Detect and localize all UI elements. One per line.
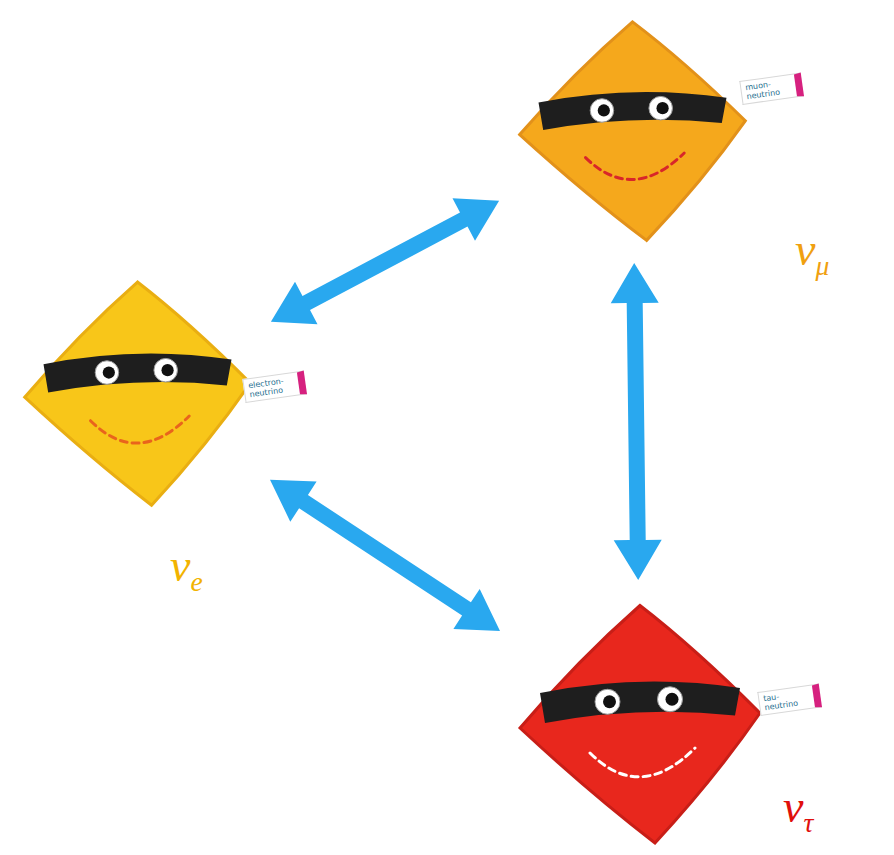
tag-text: muon-neutrino <box>745 80 781 102</box>
bandit-mask <box>540 682 740 723</box>
plush-body <box>520 22 746 241</box>
plush-node: electron-neutrinoνe <box>20 275 255 510</box>
oscillation-arrow <box>271 198 499 324</box>
plush-node: tau-neutrinoντ <box>515 598 765 848</box>
plush-node: muon-neutrinoνμ <box>515 15 750 245</box>
stitched-smile <box>91 416 190 443</box>
eye-white <box>154 358 178 382</box>
oscillation-arrow <box>611 263 662 580</box>
eye-pupil <box>603 695 616 708</box>
plush-body <box>520 606 760 844</box>
plush-toy <box>515 15 750 245</box>
tag-text: electron-neutrino <box>248 376 284 399</box>
flavor-symbol: νμ <box>795 227 829 279</box>
eye-pupil <box>656 102 668 114</box>
bandit-mask <box>44 354 232 393</box>
stitched-smile <box>586 153 685 180</box>
plush-body <box>25 282 251 505</box>
eye-pupil <box>161 364 173 376</box>
plush-toy <box>20 275 255 510</box>
eye-white <box>590 99 614 123</box>
eye-white <box>95 361 119 385</box>
tag-text: tau-neutrino <box>763 692 799 712</box>
oscillation-arrow <box>270 480 500 631</box>
eye-pupil <box>666 693 679 706</box>
flavor-symbol: νe <box>170 543 203 595</box>
toy-tag: electron-neutrino <box>242 370 307 403</box>
plush-toy <box>515 598 765 848</box>
stitched-smile <box>590 748 695 777</box>
flavor-symbol: ντ <box>783 784 813 836</box>
bandit-mask <box>539 92 727 130</box>
eye-pupil <box>598 104 610 116</box>
toy-tag: muon-neutrino <box>739 72 804 105</box>
toy-tag: tau-neutrino <box>757 683 822 716</box>
eye-white <box>649 96 673 120</box>
eye-white <box>658 687 683 712</box>
eye-white <box>595 689 620 714</box>
eye-pupil <box>103 366 115 378</box>
